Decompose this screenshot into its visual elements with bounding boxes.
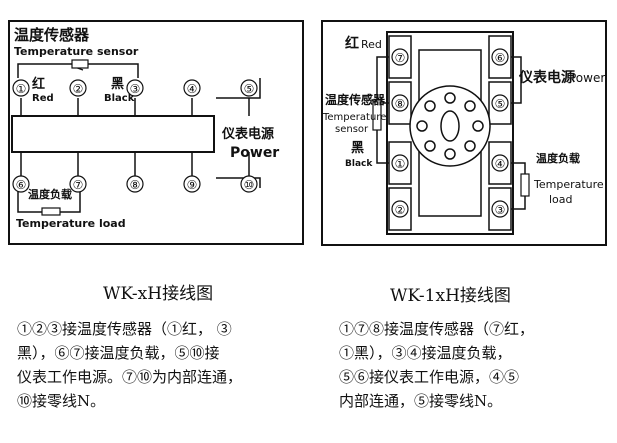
terminal-7: ⑦ xyxy=(395,51,406,65)
wk-1xh-wiring-svg: ⑦ ⑧ ① ② ⑥ ⑤ ④ ③ 红 Red 温度传感器 Temperature … xyxy=(321,20,607,246)
wk-1xh-desc-line-2: ①黑），③④接温度负载， xyxy=(339,344,512,362)
terminal-2: ② xyxy=(73,82,84,96)
load-label-en: Temperature load xyxy=(16,217,126,230)
wk-xh-desc-line-3: 仪表工作电源。⑦⑩为内部连通， xyxy=(17,368,243,386)
terminal-3: ③ xyxy=(495,203,506,217)
sensor-label-cn: 温度传感器 xyxy=(14,26,90,44)
wk-xh-diagram-panel: ① ② ③ ④ ⑤ ⑥ ⑦ ⑧ ⑨ ⑩ 温度传感器 Temperature se… xyxy=(8,20,304,245)
socket-pins xyxy=(416,92,484,160)
wk-xh-desc-line-1: ①②③接温度传感器（①红， ③ xyxy=(17,320,232,338)
terminal-7: ⑦ xyxy=(73,178,84,192)
terminal-6: ⑥ xyxy=(16,178,27,192)
terminal-2: ② xyxy=(395,203,406,217)
wk-xh-desc-line-2: 黑），⑥⑦接温度负载，⑤⑩接 xyxy=(17,344,220,362)
wk-1xh-desc-line-3: ⑤⑥接仪表工作电源，④⑤ xyxy=(339,368,520,386)
socket-key xyxy=(440,110,460,142)
red-label-en: Red xyxy=(361,38,382,51)
wk-1xh-diagram-panel: ⑦ ⑧ ① ② ⑥ ⑤ ④ ③ 红 Red 温度传感器 Temperature … xyxy=(321,20,607,246)
terminal-circles-top xyxy=(12,79,258,97)
wk-xh-desc-line-4: ⑩接零线N。 xyxy=(17,392,106,410)
terminal-4: ④ xyxy=(187,82,198,96)
terminal-5: ⑤ xyxy=(495,97,506,111)
sensor-label-en1: Temperature xyxy=(322,112,386,123)
terminal-6: ⑥ xyxy=(495,51,506,65)
load-symbol xyxy=(41,207,61,216)
wk-1xh-desc-line-4: 内部连通，⑤接零线N。 xyxy=(339,392,503,410)
power-label-cn: 仪表电源 xyxy=(221,126,274,142)
load-label-cn: 温度负载 xyxy=(28,187,72,201)
terminal-circles-bottom xyxy=(12,175,258,193)
terminal-4: ④ xyxy=(495,157,506,171)
load-symbol xyxy=(520,173,530,197)
terminal-5: ⑤ xyxy=(244,82,255,96)
wk-xh-wiring-svg: ① ② ③ ④ ⑤ ⑥ ⑦ ⑧ ⑨ ⑩ 温度传感器 Temperature se… xyxy=(8,20,304,245)
terminal-10: ⑩ xyxy=(244,178,255,192)
wk-1xh-description: ①⑦⑧接温度传感器（⑦红， ①黑），③④接温度负载， ⑤⑥接仪表工作电源，④⑤ … xyxy=(339,317,534,413)
red-label-en: Red xyxy=(32,93,54,104)
terminal-9: ⑨ xyxy=(187,178,198,192)
terminal-1: ① xyxy=(395,157,406,171)
power-label-en: Power xyxy=(569,71,605,85)
black-label-en: Black xyxy=(104,93,135,104)
module-body xyxy=(11,115,215,153)
wk-1xh-desc-line-1: ①⑦⑧接温度传感器（⑦红， xyxy=(339,320,535,338)
red-label-cn: 红 xyxy=(32,76,45,92)
black-label-cn: 黑 xyxy=(351,141,364,156)
wk-xh-caption: WK-xH接线图 xyxy=(103,284,214,304)
power-label-cn: 仪表电源 xyxy=(518,69,575,86)
wk-1xh-caption: WK-1xH接线图 xyxy=(390,286,511,306)
sensor-label-en: Temperature sensor xyxy=(14,45,139,58)
load-label-en1: Temperature xyxy=(533,178,604,191)
black-label-cn: 黑 xyxy=(111,77,124,92)
wk-xh-description: ①②③接温度传感器（①红， ③ 黑），⑥⑦接温度负载，⑤⑩接 仪表工作电源。⑦⑩… xyxy=(17,317,242,413)
load-label-en2: load xyxy=(549,193,573,206)
black-label-en: Black xyxy=(345,159,373,169)
red-label-cn: 红 xyxy=(345,35,359,52)
sensor-label-en2: sensor xyxy=(335,124,369,135)
load-label-cn: 温度负载 xyxy=(536,151,580,165)
terminal-1: ① xyxy=(16,82,27,96)
terminal-8: ⑧ xyxy=(130,178,141,192)
terminal-8: ⑧ xyxy=(395,97,406,111)
sensor-label-cn: 温度传感器 xyxy=(325,92,386,107)
sensor-symbol xyxy=(372,99,382,131)
right-terminal-column xyxy=(488,35,512,231)
terminal-3: ③ xyxy=(130,82,141,96)
power-label-en: Power xyxy=(230,145,279,161)
